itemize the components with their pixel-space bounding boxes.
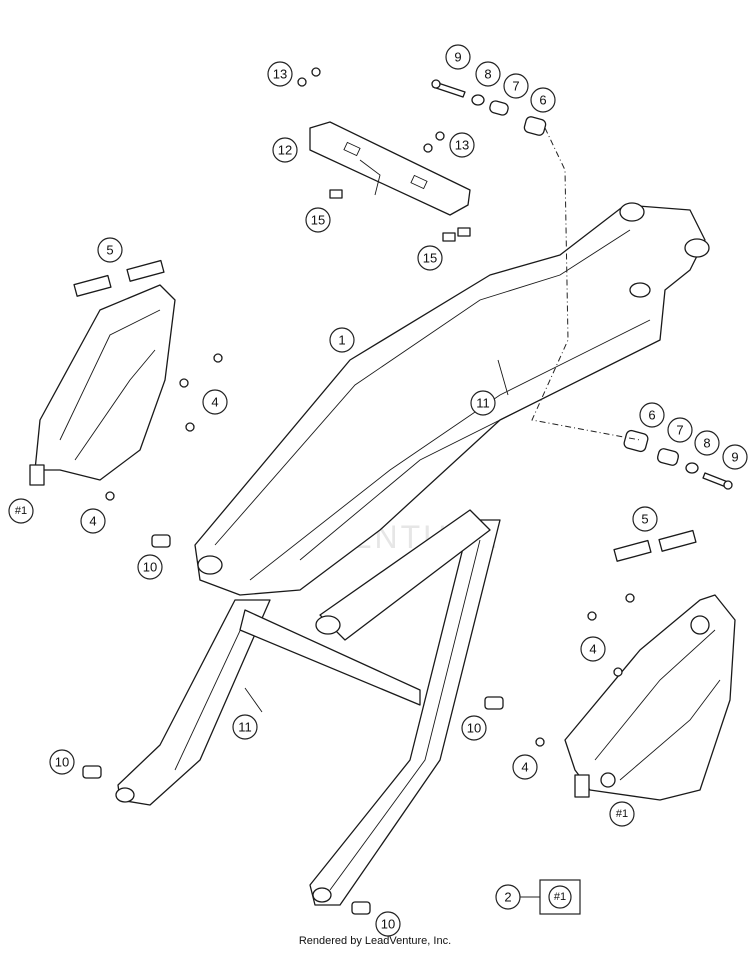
callout-10-left-upper: 10 [137,554,163,580]
callout-6-lower: 6 [639,402,665,428]
callout-15-right: 15 [417,245,443,271]
svg-text:#1: #1 [15,505,27,517]
callout-15-left: 15 [305,207,331,233]
callout-13-top: 13 [267,61,293,87]
callout-1: 1 [329,327,355,353]
svg-text:4: 4 [589,642,596,657]
mounting-bracket-part [309,121,471,216]
callout-4-left-upper: 4 [202,389,228,415]
hardware-small-parts [82,67,733,915]
callout-ref1-right: #1 [609,801,635,827]
callout-12: 12 [272,137,298,163]
svg-text:2: 2 [504,890,511,905]
callout-8-lower: 8 [694,430,720,456]
svg-text:6: 6 [648,408,655,423]
callout-13-mid: 13 [449,132,475,158]
svg-text:13: 13 [273,67,287,82]
callout-5-right: 5 [632,506,658,532]
svg-text:7: 7 [512,79,519,94]
callout-7-top: 7 [503,73,529,99]
callout-8-top: 8 [475,61,501,87]
svg-text:7: 7 [676,423,683,438]
svg-text:5: 5 [106,243,113,258]
svg-text:10: 10 [55,755,69,770]
right-side-cover-part [564,594,736,801]
clip-set-left [73,259,165,297]
callout-7-lower: 7 [667,417,693,443]
callout-4-right-upper: 4 [580,636,606,662]
svg-text:4: 4 [211,395,218,410]
callout-11-upper: 11 [470,390,496,416]
callout-4-left-lower: 4 [80,508,106,534]
callout-9-lower: 9 [722,444,748,470]
svg-text:10: 10 [143,560,157,575]
clip-set-right [613,529,697,562]
callout-5-left: 5 [97,237,123,263]
svg-text:4: 4 [521,760,528,775]
svg-text:10: 10 [381,917,395,932]
svg-text:13: 13 [455,138,469,153]
callout-10-left-lower: 10 [49,749,75,775]
callout-ref1-box: #1 [548,885,572,909]
svg-text:1: 1 [338,333,345,348]
callout-10-bottom: 10 [375,911,401,937]
callout-6-top: 6 [530,87,556,113]
svg-text:#1: #1 [554,891,566,903]
footer-credit: Rendered by LeadVenture, Inc. [298,935,452,947]
svg-text:4: 4 [89,514,96,529]
svg-text:#1: #1 [616,808,628,820]
svg-text:6: 6 [539,93,546,108]
svg-text:11: 11 [476,396,490,411]
svg-text:15: 15 [423,251,437,266]
callout-2: 2 [495,884,521,910]
callout-labels: 1 13 13 12 15 15 9 8 7 6 5 4 4 #1 10 11 … [8,44,748,937]
alignment-dash-line [531,127,641,441]
svg-text:9: 9 [454,50,461,65]
svg-text:10: 10 [467,721,481,736]
svg-text:15: 15 [311,213,325,228]
svg-text:8: 8 [703,436,710,451]
left-side-cover-part [29,284,176,486]
svg-text:5: 5 [641,512,648,527]
svg-text:12: 12 [278,143,292,158]
svg-text:9: 9 [731,450,738,465]
rear-frame-part [115,202,710,906]
callout-ref1-left: #1 [8,498,34,524]
callout-11-lower: 11 [232,714,258,740]
svg-text:8: 8 [484,67,491,82]
callout-9-top: 9 [445,44,471,70]
svg-text:11: 11 [238,720,252,735]
callout-10-right: 10 [461,715,487,741]
callout-4-right-lower: 4 [512,754,538,780]
